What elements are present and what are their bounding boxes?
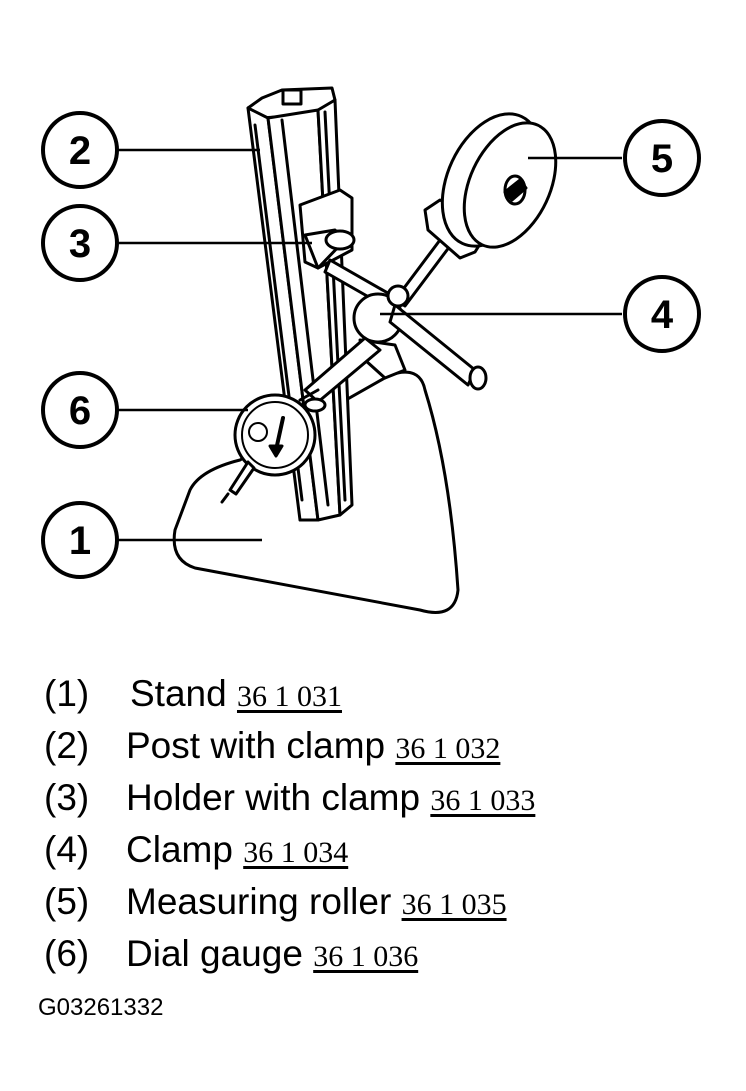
- legend-item-post: (2) Post with clamp 36 1 032: [44, 720, 734, 772]
- legend-number: (1): [44, 673, 90, 714]
- callout-circle-1: [41, 501, 119, 579]
- callout-circle-3: [41, 204, 119, 282]
- legend-item-dial-gauge: (6) Dial gauge 36 1 036: [44, 928, 734, 980]
- callout-number-6: 6: [69, 389, 91, 433]
- legend-number: (6): [44, 933, 90, 974]
- callout-number-2: 2: [69, 129, 91, 173]
- tool-illustration: 2 3 5 4 6 1: [41, 86, 701, 614]
- legend-number: (2): [44, 725, 90, 766]
- callout-number-4: 4: [651, 293, 674, 337]
- legend-label: Clamp: [126, 829, 233, 870]
- holder-clamp: [298, 188, 356, 270]
- legend-item-clamp: (4) Clamp 36 1 034: [44, 824, 734, 876]
- callout-circle-6: [41, 371, 119, 449]
- legend-label: Stand: [130, 673, 227, 714]
- legend-label: Post with clamp: [126, 725, 386, 766]
- tool-ref-link[interactable]: 36 1 032: [395, 732, 501, 765]
- tool-ref-link[interactable]: 36 1 036: [313, 940, 419, 973]
- dial-gauge: [220, 388, 327, 504]
- callout-circle-4: [623, 275, 701, 353]
- callout-number-5: 5: [651, 137, 673, 181]
- tool-ref-link[interactable]: 36 1 034: [243, 836, 349, 869]
- callout-circle-2: [41, 111, 119, 189]
- legend-item-holder: (3) Holder with clamp 36 1 033: [44, 772, 734, 824]
- parts-legend: (1) Stand 36 1 031 (2) Post with clamp 3…: [44, 668, 734, 980]
- callout-number-1: 1: [69, 519, 91, 563]
- figure-id: G03261332: [38, 994, 164, 1021]
- tool-ref-link[interactable]: 36 1 033: [430, 784, 536, 817]
- legend-item-roller: (5) Measuring roller 36 1 035: [44, 876, 734, 928]
- callout-number-3: 3: [69, 222, 91, 266]
- callout-circle-5: [623, 119, 701, 197]
- measuring-roller: [423, 112, 558, 260]
- legend-number: (5): [44, 881, 90, 922]
- legend-label: Dial gauge: [126, 933, 303, 974]
- clamp-ball: [303, 238, 488, 404]
- legend-label: Holder with clamp: [126, 777, 421, 818]
- legend-number: (4): [44, 829, 90, 870]
- tool-ref-link[interactable]: 36 1 035: [401, 888, 507, 921]
- legend-label: Measuring roller: [126, 881, 392, 922]
- tool-ref-link[interactable]: 36 1 031: [236, 680, 342, 713]
- legend-number: (3): [44, 777, 90, 818]
- legend-item-stand: (1) Stand 36 1 031: [44, 668, 734, 720]
